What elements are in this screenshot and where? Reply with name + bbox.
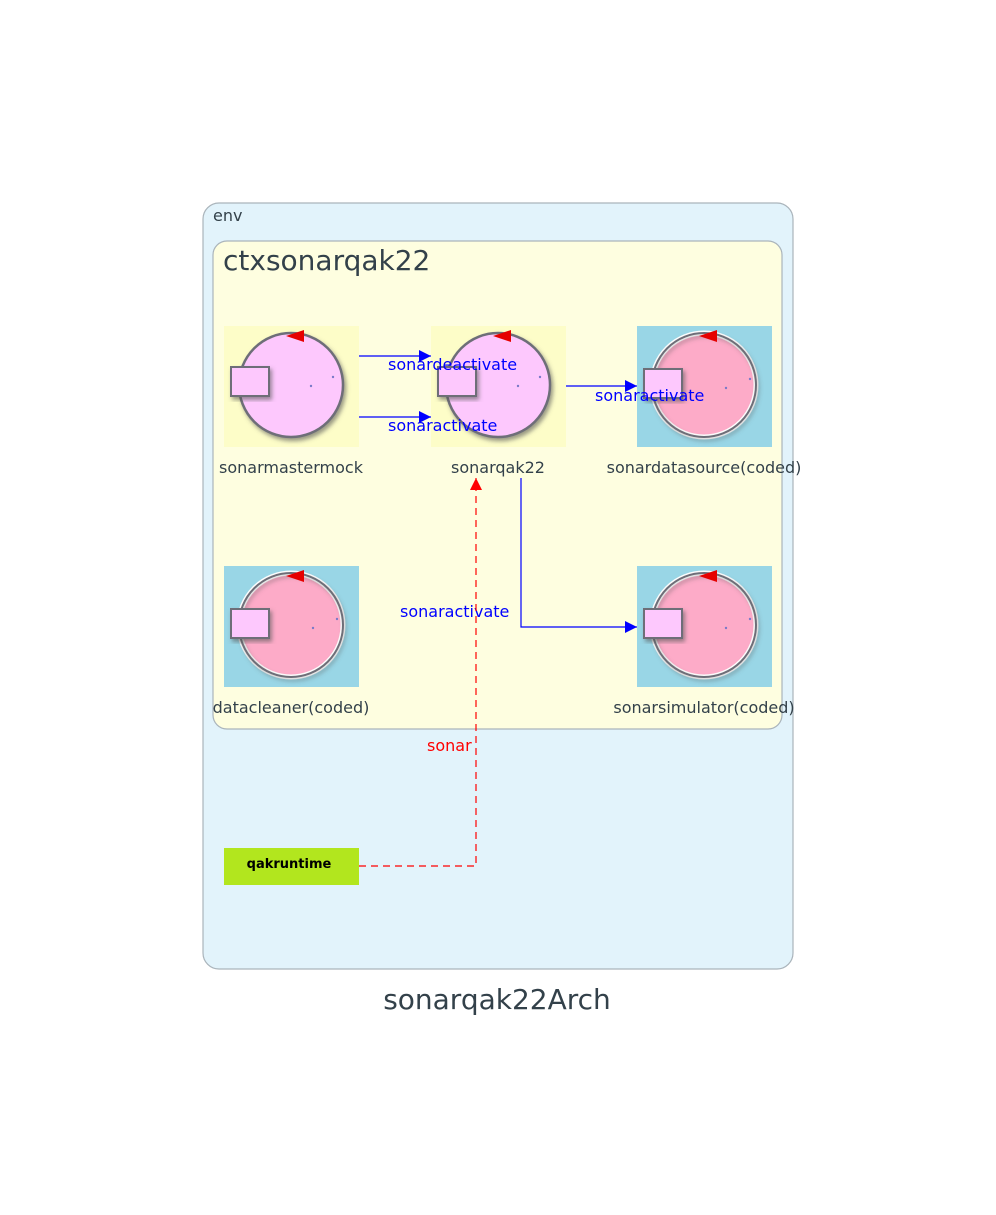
actor-sonarsimulator[interactable]: sonarsimulator(coded) [613, 566, 795, 717]
edge-qak-to-datasource: sonaractivate [566, 380, 704, 405]
edge-qak-to-simulator: sonaractivate [400, 478, 637, 633]
edge-master-to-qak-deactivate: sonardeactivate [359, 350, 517, 374]
actor-sonardatasource-label: sonardatasource(coded) [607, 458, 802, 477]
edge-line [359, 478, 482, 867]
edge-label: sonaractivate [400, 602, 509, 621]
env-cluster-label: env [213, 206, 242, 225]
actor-datacleaner[interactable]: datacleaner(coded) [213, 566, 370, 717]
edge-label: sonaractivate [388, 416, 497, 435]
actor-sonarqak22-label: sonarqak22 [451, 458, 545, 477]
runtime-node-box [224, 848, 359, 885]
runtime-node-label: qakruntime [247, 857, 332, 872]
actor-sonardatasource[interactable]: sonardatasource(coded) [607, 326, 802, 477]
runtime-node-qakruntime[interactable]: qakruntime [224, 848, 359, 885]
context-cluster-label: ctxsonarqak22 [223, 244, 430, 277]
edge-label: sonaractivate [595, 386, 704, 405]
actor-sonarmastermock-label: sonarmastermock [219, 458, 364, 477]
actor-sonarmastermock[interactable]: sonarmastermock [219, 326, 364, 477]
edge-label: sonardeactivate [388, 355, 517, 374]
edge-runtime-to-qak: sonar [359, 478, 482, 867]
actor-sonarsimulator-label: sonarsimulator(coded) [613, 698, 794, 717]
diagram-title: sonarqak22Arch [383, 983, 611, 1016]
actor-sonarqak22[interactable]: sonarqak22 [431, 326, 566, 477]
edge-label: sonar [427, 736, 472, 755]
actor-datacleaner-label: datacleaner(coded) [213, 698, 370, 717]
edge-line [520, 478, 637, 633]
edge-master-to-qak-activate: sonaractivate [359, 411, 497, 435]
